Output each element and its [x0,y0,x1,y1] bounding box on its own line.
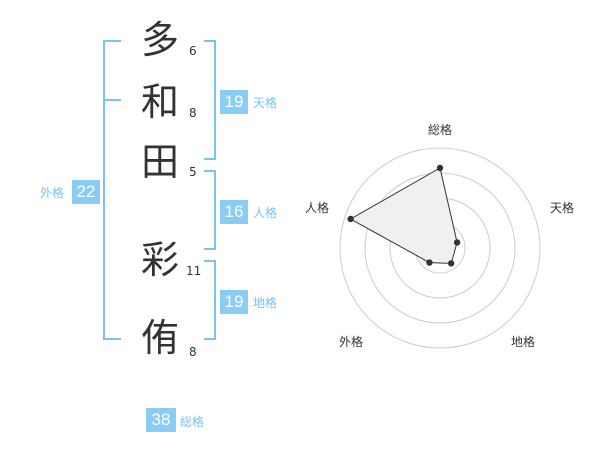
chikaku-bracket-top [204,260,216,262]
gaikaku-label: 外格 [40,186,65,200]
jinkaku-bracket-vertical [214,170,216,250]
radar-axis-label-jinkaku: 人格 [305,201,330,215]
gaikaku-bracket-mid [103,99,121,101]
radar-point-4 [347,215,354,223]
radar-axis-label-gaikaku: 外格 [339,335,364,349]
radar-axis-label-chikaku: 地格 [511,335,536,349]
kanji-5: 侑 [140,316,179,360]
jinkaku-bracket-top [204,170,216,172]
radar-axis-label-soukaku: 総格 [428,123,453,137]
chikaku-bracket-bottom [204,338,216,340]
stroke-count-4: 11 [186,264,202,278]
stroke-count-3: 5 [189,165,197,179]
radar-point-1 [453,239,461,246]
chikaku-score-badge: 19 [220,290,248,314]
stroke-count-5: 8 [189,345,197,359]
gaikaku-score-badge: 22 [72,180,100,204]
jinkaku-bracket-bottom [204,248,216,250]
kanji-1: 多 [140,18,179,62]
soukaku-score-badge: 38 [146,408,176,432]
stroke-count-1: 6 [189,44,197,58]
radar-point-0 [436,164,444,172]
radar-point-2 [447,260,455,267]
radar-point-3 [426,259,433,266]
tenkaku-bracket-top [204,40,216,42]
tenkaku-bracket-bottom [204,158,216,160]
tenkaku-label: 天格 [253,96,278,110]
kanji-4: 彩 [140,238,179,282]
tenkaku-bracket-vertical [214,40,216,160]
soukaku-label: 総格 [180,415,205,429]
radar-ring-4 [339,147,541,349]
kanji-2: 和 [140,80,179,124]
chikaku-label: 地格 [253,296,278,310]
jinkaku-score-badge: 16 [220,200,248,224]
gaikaku-bracket-top [103,40,121,42]
chikaku-bracket-vertical [214,260,216,340]
radar-points [347,164,461,267]
gaikaku-bracket-vertical [103,40,105,340]
radar-polygon [349,167,458,264]
stroke-count-2: 8 [189,106,197,120]
radar-axis-label-tenkaku: 天格 [550,201,575,215]
tenkaku-score-badge: 19 [220,90,248,114]
kanji-3: 田 [140,140,179,184]
gaikaku-bracket-bottom [103,338,121,340]
jinkaku-label: 人格 [253,206,278,220]
